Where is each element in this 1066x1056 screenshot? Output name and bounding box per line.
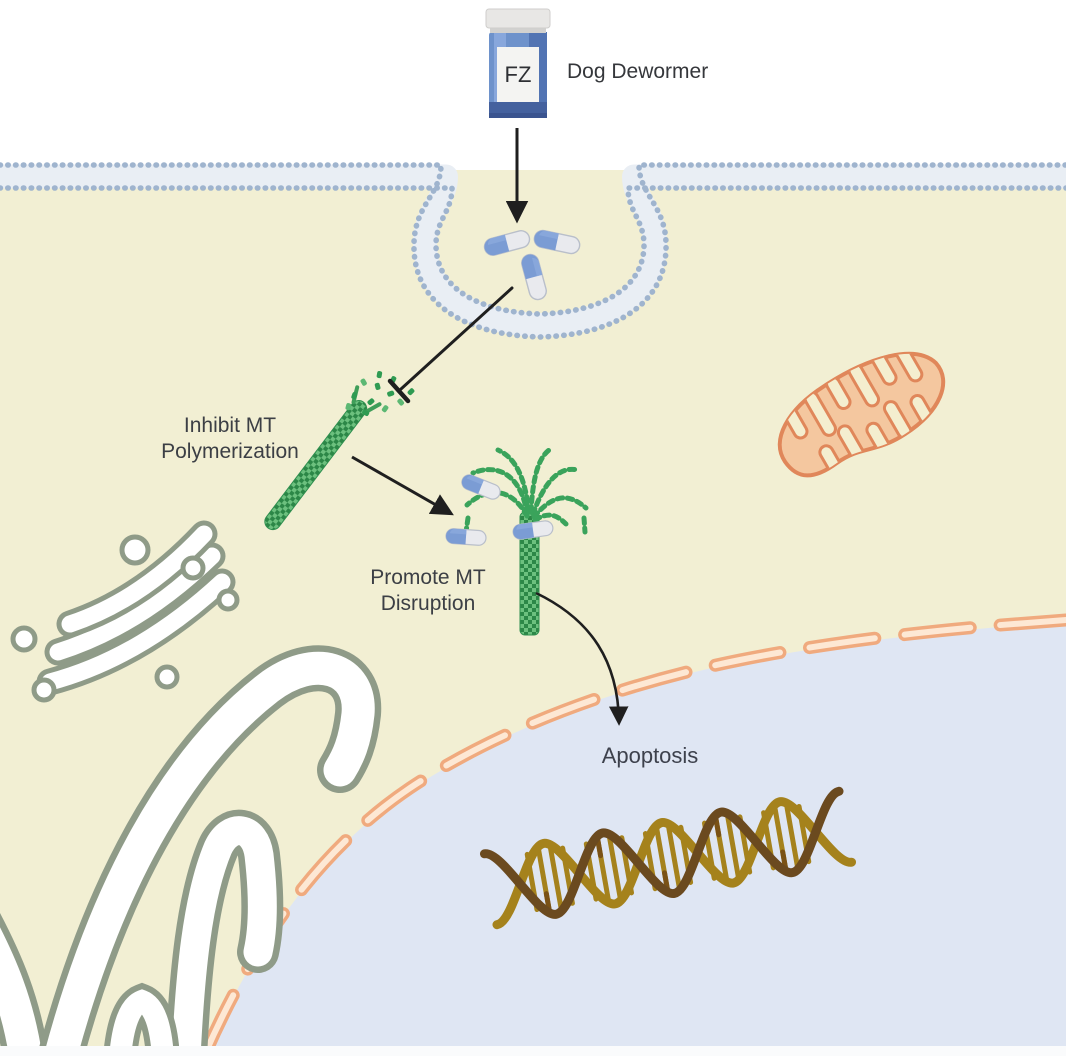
promote-mt-line2: Disruption [380,592,476,616]
tubulin-debris [345,371,415,416]
dna-icon [479,786,857,930]
membrane-inner-leaflet [0,185,1066,317]
arrow-to-apoptosis [535,591,629,726]
membrane-outer-leaflet [0,162,1066,340]
microtubule-disrupted-icon [444,445,589,636]
inhibition-line [387,286,514,404]
inhibit-mt-line2: Polymerization [161,440,299,464]
membrane-band [0,164,1066,337]
microtubule-depolymerizing-icon [264,371,415,531]
bottle-code-label: FZ [504,62,532,87]
nucleus [205,622,1066,1056]
capsule-icon [444,527,488,547]
pill-bottle-icon [485,8,551,118]
arrows [351,128,629,726]
inhibit-mt-label: Inhibit MT Polymerization [105,413,355,466]
cell-membrane [0,162,1066,340]
bottom-margin [0,1046,1066,1056]
golgi-apparatus-icon [10,520,240,703]
apoptosis-label: Apoptosis [601,743,699,768]
arrow-inhibit-to-disrupt [351,455,454,516]
endoplasmic-reticulum-icon [0,645,382,1056]
nuclear-envelope [198,613,1066,1056]
inhibit-mt-line1: Inhibit MT [183,414,277,437]
promote-mt-label: Promote MT Disruption [330,565,526,618]
bottle-label [497,47,539,102]
dog-dewormer-label: Dog Dewormer [567,60,709,83]
promote-mt-line1: Promote MT [370,566,486,589]
